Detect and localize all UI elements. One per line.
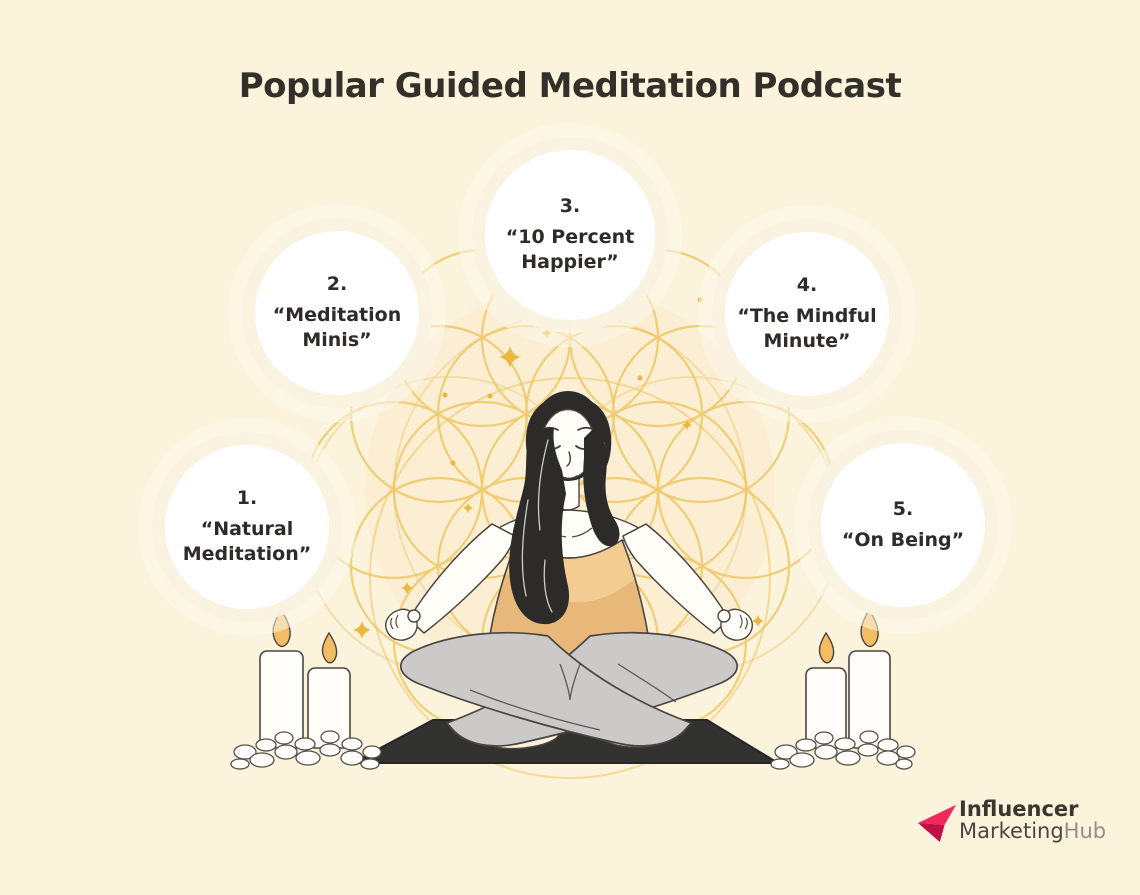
podcast-rank: 2. — [326, 273, 348, 296]
logo-text: Influencer MarketingHub — [959, 797, 1106, 843]
podcast-item-1: 1. “Natural Meditation” — [165, 445, 329, 609]
podcast-rank: 3. — [559, 195, 581, 218]
influencer-marketinghub-logo: Influencer MarketingHub — [916, 797, 1106, 843]
podcast-item-3: 3. “10 Percent Happier” — [485, 150, 655, 320]
podcast-name: “Natural Meditation” — [182, 518, 312, 565]
podcast-name: “10 Percent Happier” — [505, 226, 635, 273]
podcast-rank: 5. — [892, 497, 914, 520]
podcast-rank: 1. — [236, 487, 258, 510]
candles-right-icon — [770, 608, 916, 770]
podcast-name: “Meditation Minis” — [272, 304, 402, 351]
logo-text-hub: Hub — [1063, 819, 1107, 844]
logo-text-influencer: Influencer — [959, 797, 1079, 821]
podcast-item-2: 2. “Meditation Minis” — [255, 231, 419, 395]
page-title: Popular Guided Meditation Podcast — [238, 66, 902, 106]
candles-left-icon — [230, 608, 382, 770]
podcast-name: “The Mindful Minute” — [737, 305, 877, 352]
arrow-logo-icon — [917, 804, 957, 843]
podcast-rank: 4. — [796, 274, 818, 297]
podcast-item-5: 5. “On Being” — [821, 443, 985, 607]
logo-text-marketinghub: MarketingHub — [959, 821, 1106, 842]
meditating-woman-icon — [385, 391, 753, 750]
podcast-item-4: 4. “The Mindful Minute” — [725, 232, 889, 396]
logo-text-marketing: Marketing — [959, 819, 1064, 844]
podcast-name: “On Being” — [841, 528, 965, 551]
